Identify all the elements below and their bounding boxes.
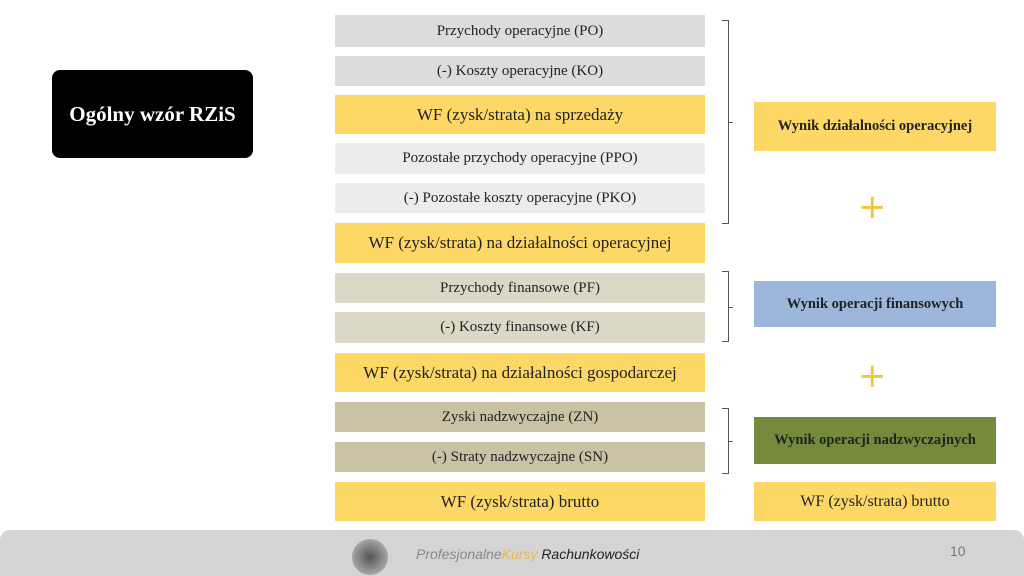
footer xyxy=(0,530,1024,576)
row-wf-operacyjna: WF (zysk/strata) na działalności operacy… xyxy=(335,223,705,263)
result-nadzwyczajny: Wynik operacji nadzwyczajnych xyxy=(754,417,996,464)
result-brutto: WF (zysk/strata) brutto xyxy=(754,482,996,521)
bracket-operacyjny xyxy=(722,20,733,224)
row-wf-sprzedaz: WF (zysk/strata) na sprzedaży xyxy=(335,95,705,134)
row-zn: Zyski nadzwyczajne (ZN) xyxy=(335,402,705,432)
row-ko: (-) Koszty operacyjne (KO) xyxy=(335,56,705,86)
result-finansowy: Wynik operacji finansowych xyxy=(754,281,996,327)
result-operacyjny: Wynik działalności operacyjnej xyxy=(754,102,996,151)
brand-part-3: Rachunkowości xyxy=(541,546,640,562)
bracket-finansowy xyxy=(722,271,733,342)
bracket-nadzwyczajny xyxy=(722,408,733,474)
row-sn: (-) Straty nadzwyczajne (SN) xyxy=(335,442,705,472)
logo-icon xyxy=(352,539,388,575)
row-wf-brutto: WF (zysk/strata) brutto xyxy=(335,482,705,521)
page-title: Ogólny wzór RZiS xyxy=(52,70,253,158)
brand-part-2: Kursy xyxy=(501,546,538,562)
row-ppo: Pozostałe przychody operacyjne (PPO) xyxy=(335,143,705,174)
row-po: Przychody operacyjne (PO) xyxy=(335,15,705,47)
row-pko: (-) Pozostałe koszty operacyjne (PKO) xyxy=(335,183,705,213)
plus-icon: + xyxy=(858,356,887,396)
page-number: 10 xyxy=(950,543,966,559)
footer-brand: ProfesjonalneKursy Rachunkowości xyxy=(416,546,639,562)
brand-part-1: Profesjonalne xyxy=(416,546,502,562)
row-pf: Przychody finansowe (PF) xyxy=(335,273,705,303)
row-wf-gospodarcza: WF (zysk/strata) na działalności gospoda… xyxy=(335,353,705,392)
plus-icon: + xyxy=(858,187,887,227)
row-kf: (-) Koszty finansowe (KF) xyxy=(335,312,705,343)
